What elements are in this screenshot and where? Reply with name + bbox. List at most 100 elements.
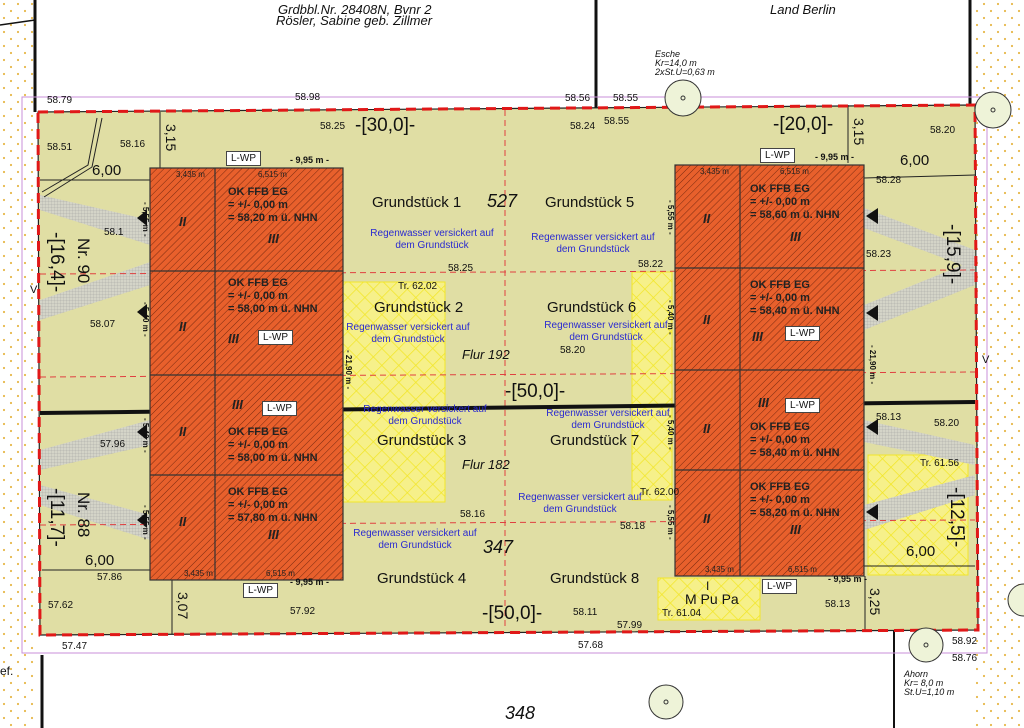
- distance: 3,15: [851, 118, 867, 146]
- elevation: 57.99: [617, 620, 643, 631]
- owner-right: Land Berlin: [770, 2, 836, 17]
- elevation: 58.25: [320, 121, 346, 132]
- plot-label: Grundstück 4: [377, 570, 467, 587]
- lwp-label: L-WP: [258, 330, 293, 345]
- tree-icons: [648, 79, 1024, 720]
- distance: 6,00: [900, 152, 930, 169]
- plot-label: Grundstück 6: [547, 299, 637, 316]
- mpupa-marker: I: [706, 579, 710, 593]
- depth-total: - 21,90 m -: [344, 350, 353, 390]
- elevation: 57.92: [290, 606, 316, 617]
- tree-height: Tr. 61.56: [920, 458, 960, 469]
- elevation: 57.96: [100, 439, 126, 450]
- lwp-label: L-WP: [785, 326, 820, 341]
- storey-mark: II: [179, 214, 187, 229]
- storey-mark: II: [703, 421, 711, 436]
- rainwater-note: Regenwasser versickert auf dem Grundstüc…: [363, 404, 487, 427]
- storey-mark: III: [228, 331, 239, 346]
- segment-a: 3,435 m: [700, 167, 729, 176]
- storey-mark: III: [790, 522, 801, 537]
- rainwater-note: Regenwasser versickert auf dem Grundstüc…: [346, 322, 470, 345]
- distance: 3,07: [175, 592, 191, 620]
- lwp-label: L-WP: [243, 583, 278, 598]
- elevation: 58.22: [638, 259, 664, 270]
- storey-mark: III: [232, 397, 243, 412]
- ffb-label: OK FFB EG= +/- 0,00 m= 58,40 m ü. NHN: [750, 279, 840, 317]
- elevation: 57.47: [62, 641, 88, 652]
- storey-mark: II: [703, 312, 711, 327]
- rainwater-note: Regenwasser versickert auf dem Grundstüc…: [353, 528, 477, 551]
- elevation: 58.13: [876, 412, 902, 423]
- elevation: 58.55: [604, 116, 630, 127]
- elevation: 58.16: [460, 509, 486, 520]
- elevation: 58.07: [90, 319, 116, 330]
- segment-b: 6,515 m: [266, 569, 295, 578]
- segment-a: 3,435 m: [176, 170, 205, 179]
- elevation: 57.62: [48, 600, 74, 611]
- distance: 6,00: [906, 543, 936, 560]
- lwp-label: L-WP: [785, 398, 820, 413]
- elevation: 58.28: [876, 175, 902, 186]
- house-number: Nr. 90: [74, 238, 93, 284]
- elevation: 58.20: [934, 418, 960, 429]
- storey-mark: II: [179, 514, 187, 529]
- distance: 6,00: [92, 162, 122, 179]
- storey-mark: II: [703, 211, 711, 226]
- plot-label: Grundstück 1: [372, 194, 462, 211]
- segment-b: 6,515 m: [780, 167, 809, 176]
- rainwater-note: Regenwasser versickert auf dem Grundstüc…: [531, 232, 655, 255]
- mpupa-label: M Pu Pa: [685, 591, 739, 607]
- cut-label: ef.: [0, 664, 14, 678]
- plot-label: Grundstück 5: [545, 194, 635, 211]
- segment-b: 6,515 m: [788, 565, 817, 574]
- street-width: -[12,5]-: [946, 487, 967, 548]
- depth-total: - 21,90 m -: [868, 345, 877, 385]
- street-width: -[15,9]-: [942, 224, 963, 285]
- elevation: 57.68: [578, 640, 604, 651]
- flur-label: Flur 182: [462, 457, 510, 472]
- rainwater-note: Regenwasser versickert auf dem Grundstüc…: [544, 320, 668, 343]
- depth: - 5,40 m -: [666, 415, 675, 450]
- plot-label: Grundstück 7: [550, 432, 640, 449]
- tree-height: Tr. 62.02: [398, 281, 438, 292]
- elevation: 58.24: [570, 121, 596, 132]
- depth: - 5,40 m -: [666, 300, 675, 335]
- storey-mark: III: [268, 231, 279, 246]
- dotted-area-west: [0, 0, 35, 728]
- elevation: 58.55: [613, 93, 639, 104]
- depth: - 5,40 m -: [141, 302, 150, 337]
- storey-mark: II: [703, 511, 711, 526]
- lwp-label: L-WP: [762, 579, 797, 594]
- ffb-label: OK FFB EG= +/- 0,00 m= 58,00 m ü. NHN: [228, 277, 318, 315]
- owner-line-2: Rösler, Sabine geb. Zillmer: [276, 13, 433, 28]
- street-width: -[50,0]-: [505, 381, 566, 402]
- depth: - 5,55 m -: [141, 505, 150, 540]
- elevation: 58.92: [952, 636, 978, 647]
- tree-height: Tr. 61.04: [662, 608, 702, 619]
- elevation: 58.51: [47, 142, 73, 153]
- segment-a: 3,435 m: [705, 565, 734, 574]
- elevation: 58.98: [295, 92, 321, 103]
- parcel-number: 347: [483, 537, 514, 557]
- storey-mark: III: [790, 229, 801, 244]
- segment-b: 6,515 m: [258, 170, 287, 179]
- storey-mark: III: [752, 329, 763, 344]
- plot-label: Grundstück 3: [377, 432, 467, 449]
- flur-label: Flur 192: [462, 347, 510, 362]
- building-west: [149, 167, 344, 581]
- ffb-label: OK FFB EG= +/- 0,00 m= 58,40 m ü. NHN: [750, 421, 840, 459]
- owner-line-1: Grdbbl.Nr. 28408N, Bvnr 2: [278, 2, 432, 17]
- parcel-number: 527: [487, 191, 518, 211]
- ffb-label: OK FFB EG= +/- 0,00 m= 57,80 m ü. NHN: [228, 486, 318, 524]
- lwp-label: L-WP: [262, 401, 297, 416]
- depth: - 5,40 m -: [141, 418, 150, 453]
- elevation: 58.56: [565, 93, 591, 104]
- distance: 3,25: [867, 588, 883, 616]
- elevation: 58.20: [930, 125, 956, 136]
- building-east: [674, 164, 865, 577]
- elevation: 58.20: [560, 345, 586, 356]
- street-width: -[16,4]-: [46, 232, 67, 293]
- parcel-number: 348: [505, 703, 536, 723]
